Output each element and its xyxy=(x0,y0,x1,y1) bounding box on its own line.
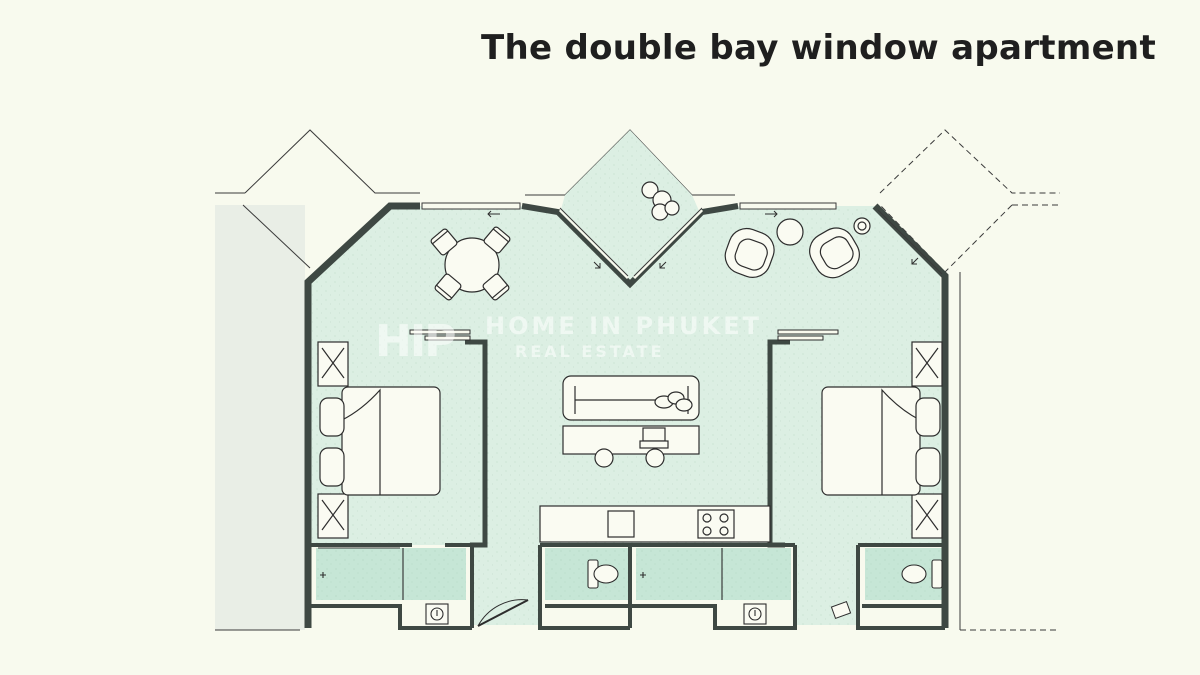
shower-valve-icon xyxy=(640,572,646,578)
hall-floor xyxy=(472,545,542,625)
page-title: The double bay window apartment xyxy=(480,28,1156,68)
dining-chair xyxy=(430,228,458,256)
toilet xyxy=(901,559,943,589)
washbasin xyxy=(425,603,449,625)
closet-doors xyxy=(409,329,839,341)
outer-wall-right xyxy=(872,203,949,628)
side-table xyxy=(776,218,804,246)
bed xyxy=(341,386,441,496)
shower-valve-icon xyxy=(320,572,326,578)
pillow xyxy=(319,397,345,437)
walls xyxy=(304,202,949,630)
toilet xyxy=(587,559,619,589)
laptop xyxy=(642,427,666,442)
bathroom-floor-3 xyxy=(636,548,791,600)
kitchen-counter xyxy=(539,505,771,543)
bed xyxy=(821,386,921,496)
dining-table xyxy=(444,237,500,293)
kitchen-island xyxy=(562,425,700,455)
dining-chair xyxy=(434,273,462,301)
slide-arrows xyxy=(487,210,919,269)
living-island xyxy=(562,375,700,468)
windows xyxy=(318,202,943,549)
armchair xyxy=(724,227,775,278)
window-top-right xyxy=(739,202,837,210)
dining-chair xyxy=(483,226,511,254)
pillow xyxy=(915,447,941,487)
bedroom-left xyxy=(317,341,441,539)
sofa xyxy=(562,375,700,421)
washbasin xyxy=(743,603,767,625)
plant xyxy=(641,181,680,221)
bathroom-fixtures xyxy=(320,548,943,625)
bedroom-wall-left xyxy=(465,339,488,548)
bay-wall xyxy=(521,203,739,289)
pillow xyxy=(319,447,345,487)
kitchen-sink xyxy=(607,510,635,538)
window-top-left xyxy=(421,202,521,210)
outer-wall-left xyxy=(304,202,420,628)
dining-chair xyxy=(482,273,510,301)
armchair xyxy=(809,227,860,279)
bar-stool xyxy=(645,448,665,468)
cushions xyxy=(654,391,693,412)
bedroom-right xyxy=(821,341,943,539)
entry-door xyxy=(477,599,852,627)
bar-stool xyxy=(594,448,614,468)
dining-set xyxy=(430,226,511,301)
pillow xyxy=(915,397,941,437)
bathroom-floor-1 xyxy=(316,548,466,600)
lounge-set xyxy=(724,217,871,279)
